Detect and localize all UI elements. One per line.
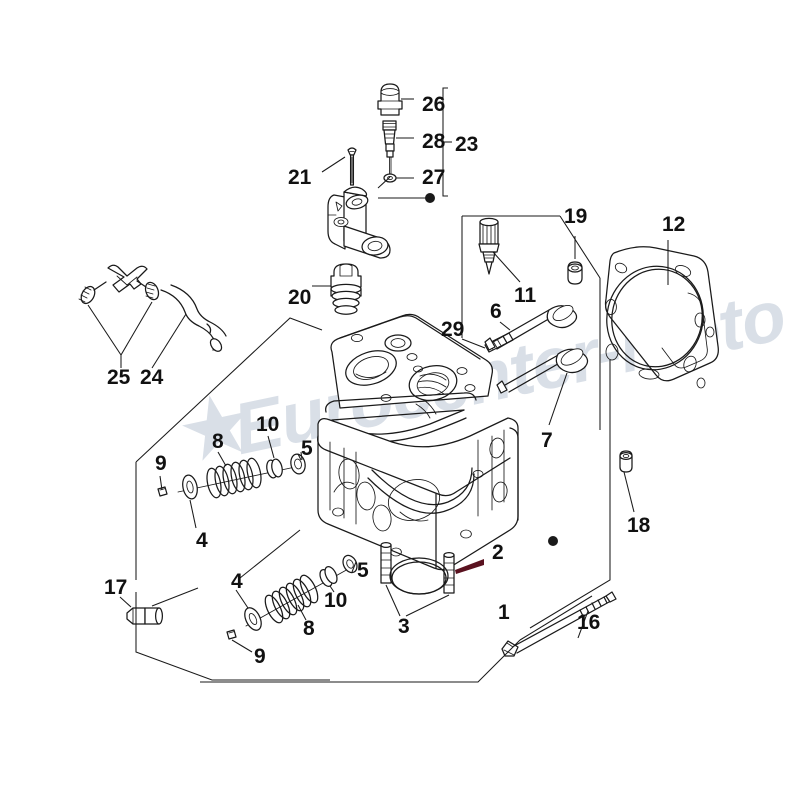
part-exhaust-valve-7 <box>496 348 589 426</box>
callout-17[interactable]: 17 <box>104 576 128 599</box>
callout-8-upper[interactable]: 8 <box>212 430 224 453</box>
callout-19[interactable]: 19 <box>564 205 588 228</box>
part-temperature-sensor-11 <box>478 217 521 283</box>
bracket-group-23 <box>442 87 452 197</box>
callout-8-lower[interactable]: 8 <box>303 617 315 640</box>
valve-train-upper <box>157 435 306 529</box>
part-cylinder-head-body <box>317 313 519 571</box>
part-locating-bush-18 <box>619 450 635 513</box>
part-rocker-arm-assembly <box>327 176 435 259</box>
callout-16[interactable]: 16 <box>577 611 601 634</box>
part-dowel-pins-3 <box>380 541 455 617</box>
callout-10-upper[interactable]: 10 <box>256 413 280 436</box>
callout-6[interactable]: 6 <box>490 300 502 323</box>
part-tensioner-cap-26 <box>377 83 414 116</box>
callout-11[interactable]: 11 <box>514 284 537 307</box>
callout-4-upper[interactable]: 4 <box>196 529 208 552</box>
part-t-union-25 <box>78 264 160 368</box>
callout-10-lower[interactable]: 10 <box>324 589 348 612</box>
callout-18[interactable]: 18 <box>627 514 651 537</box>
callout-5-lower[interactable]: 5 <box>357 559 369 582</box>
callout-12[interactable]: 12 <box>662 213 686 236</box>
part-hex-plug-17 <box>119 587 199 625</box>
callout-21[interactable]: 21 <box>288 166 312 189</box>
part-intake-valve-6 <box>484 305 578 351</box>
part-head-bolt-16 <box>501 591 617 657</box>
reference-dot-main <box>548 536 558 546</box>
callout-9-lower[interactable]: 9 <box>254 645 266 668</box>
part-breather-hose-24 <box>151 284 227 369</box>
callout-5-upper[interactable]: 5 <box>301 437 313 460</box>
callout-24[interactable]: 24 <box>140 366 164 389</box>
part-tensioner-plunger-28 <box>382 120 414 176</box>
callout-3[interactable]: 3 <box>398 615 410 638</box>
callout-1[interactable]: 1 <box>498 601 510 624</box>
part-rubber-cap-19 <box>567 236 583 285</box>
callout-26[interactable]: 26 <box>422 93 446 116</box>
part-threaded-plug-20 <box>312 263 362 315</box>
callout-4-lower[interactable]: 4 <box>231 570 243 593</box>
panel-boundaries <box>135 215 611 683</box>
callout-25[interactable]: 25 <box>107 366 131 389</box>
callout-28[interactable]: 28 <box>422 130 446 153</box>
valve-train-lower <box>226 554 358 653</box>
callout-27[interactable]: 27 <box>422 166 446 189</box>
part-o-ring-2 <box>389 557 484 595</box>
part-head-gasket-12 <box>604 240 719 389</box>
callout-2[interactable]: 2 <box>492 541 504 564</box>
callout-9-upper[interactable]: 9 <box>155 452 167 475</box>
callout-20[interactable]: 20 <box>288 286 312 309</box>
part-rocker-shaft-screw-21 <box>321 147 357 186</box>
highlight-leader-2 <box>455 559 484 574</box>
callout-29[interactable]: 29 <box>441 318 465 341</box>
callout-23[interactable]: 23 <box>455 133 479 156</box>
callout-7[interactable]: 7 <box>541 429 553 452</box>
